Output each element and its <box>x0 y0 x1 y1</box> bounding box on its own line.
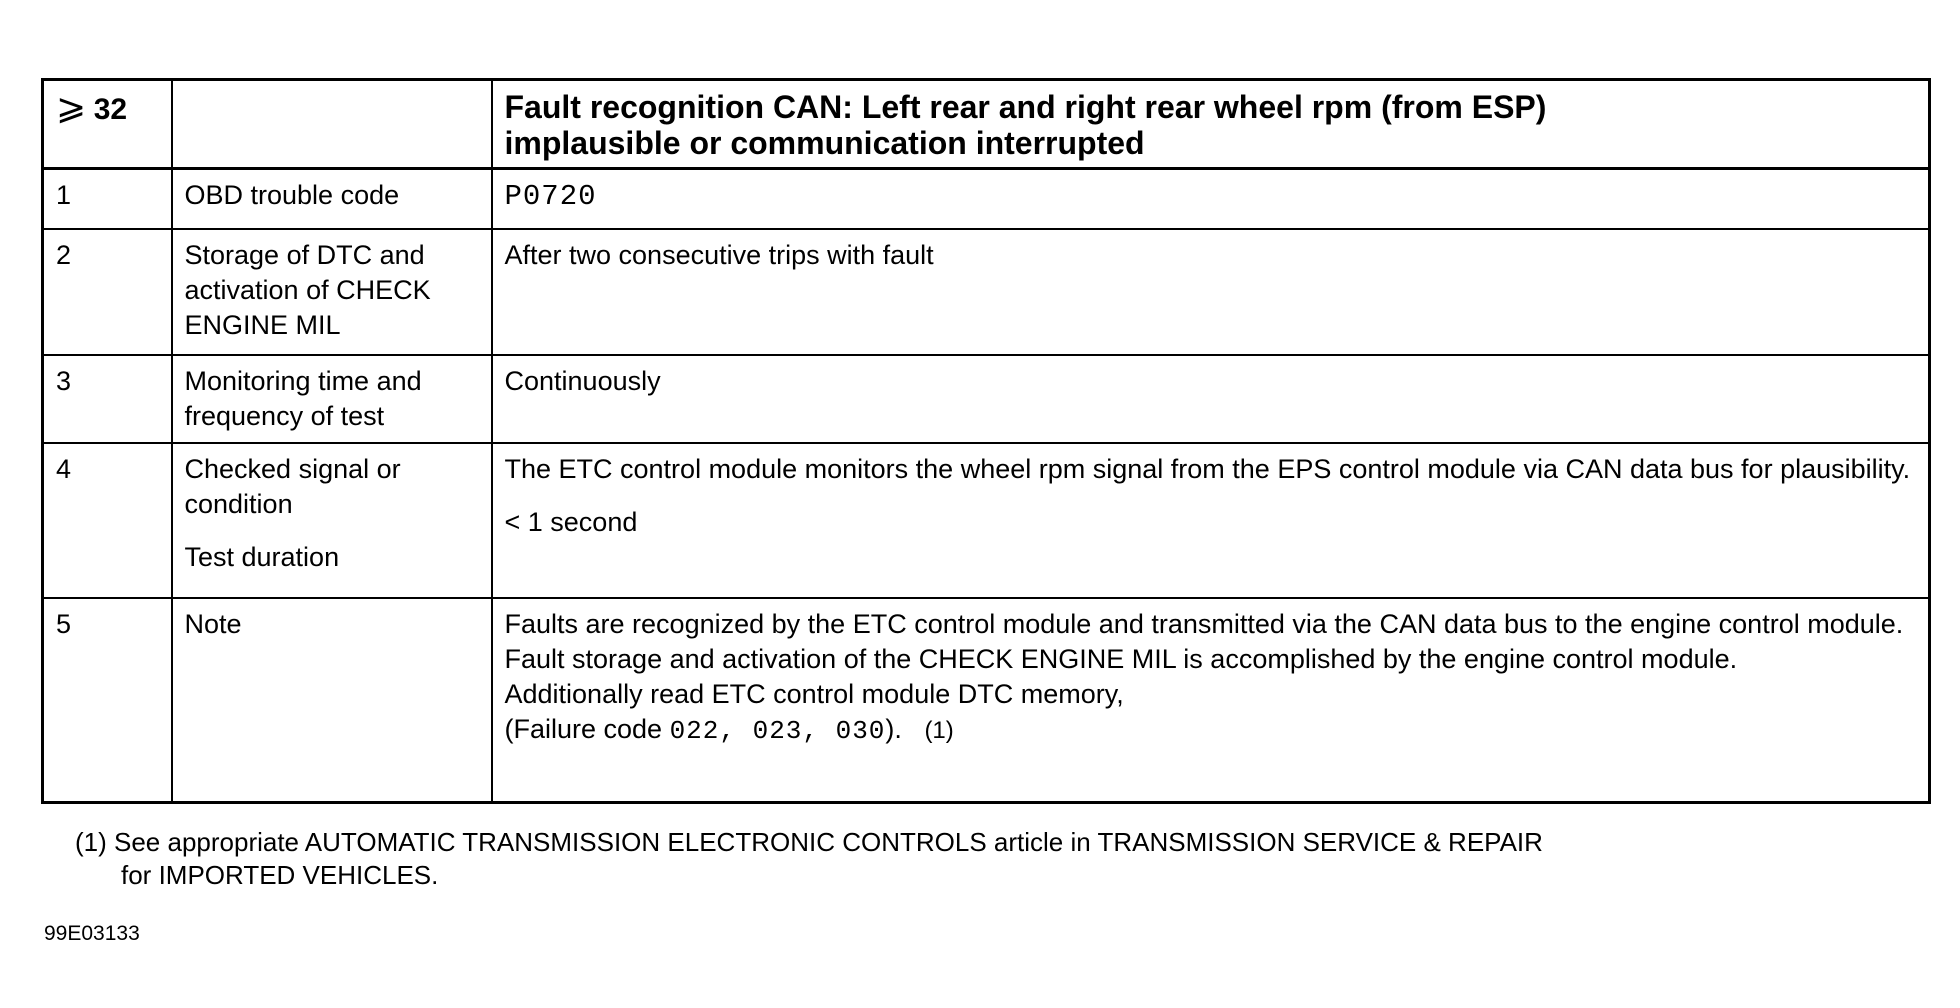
row-value: After two consecutive trips with fault <box>490 227 1931 356</box>
failure-codes: 022, 023, 030 <box>669 715 886 746</box>
row-number: 4 <box>41 441 173 599</box>
title-line-2: implausible or communication interrupted <box>504 125 1145 161</box>
table-row: 5 Note Faults are recognized by the ETC … <box>41 596 1931 804</box>
row-number: 1 <box>41 167 173 230</box>
note-text: Faults are recognized by the ETC control… <box>504 608 1904 674</box>
footnote-line-2: for IMPORTED VEHICLES. <box>121 860 439 890</box>
label-checked-signal: Checked signal or condition <box>184 453 401 519</box>
row-value: The ETC control module monitors the whee… <box>490 441 1931 599</box>
row-label: Note <box>170 596 493 804</box>
fault-number-cell: ⩾ 32 <box>41 78 173 170</box>
table-row: 3 Monitoring time and frequency of test … <box>41 353 1931 444</box>
fault-number: 32 <box>93 93 128 126</box>
footnote-ref: (1) <box>924 716 954 744</box>
table-row: 2 Storage of DTC and activation of CHECK… <box>41 227 1931 356</box>
row-label: OBD trouble code <box>170 167 493 230</box>
row-label: Monitoring time and frequency of test <box>170 353 493 444</box>
label-test-duration: Test duration <box>184 541 340 572</box>
row-number: 5 <box>41 596 173 804</box>
failure-code-prefix: (Failure code <box>504 713 670 744</box>
table-row: 1 OBD trouble code P0720 <box>41 167 1931 230</box>
row-number: 3 <box>41 353 173 444</box>
figure-id: 99E03133 <box>44 922 140 945</box>
fault-table: ⩾ 32 Fault recognition CAN: Left rear an… <box>41 78 1931 804</box>
title-line-1: Fault recognition CAN: Left rear and rig… <box>504 89 1547 125</box>
value-checked-signal: The ETC control module monitors the whee… <box>504 453 1911 484</box>
row-value: Faults are recognized by the ETC control… <box>490 596 1931 804</box>
greater-equal-arrow-icon: ⩾ <box>56 86 87 127</box>
fault-title: Fault recognition CAN: Left rear and rig… <box>490 78 1931 170</box>
row-label: Storage of DTC and activation of CHECK E… <box>170 227 493 356</box>
footnote: (1) See appropriate AUTOMATIC TRANSMISSI… <box>75 826 1543 892</box>
empty-header-cell <box>170 78 493 170</box>
row-number: 2 <box>41 227 173 356</box>
table-header-row: ⩾ 32 Fault recognition CAN: Left rear an… <box>41 78 1931 170</box>
failure-code-suffix: ). <box>885 713 902 744</box>
value-test-duration: < 1 second <box>504 506 638 537</box>
row-value: Continuously <box>490 353 1931 444</box>
footnote-line-1: (1) See appropriate AUTOMATIC TRANSMISSI… <box>75 827 1543 857</box>
note-additional: Additionally read ETC control module DTC… <box>504 678 1124 709</box>
note-failure-codes: (Failure code 022, 023, 030). (1) <box>505 712 1919 749</box>
row-value: P0720 <box>490 167 1931 230</box>
obd-code: P0720 <box>504 180 597 213</box>
